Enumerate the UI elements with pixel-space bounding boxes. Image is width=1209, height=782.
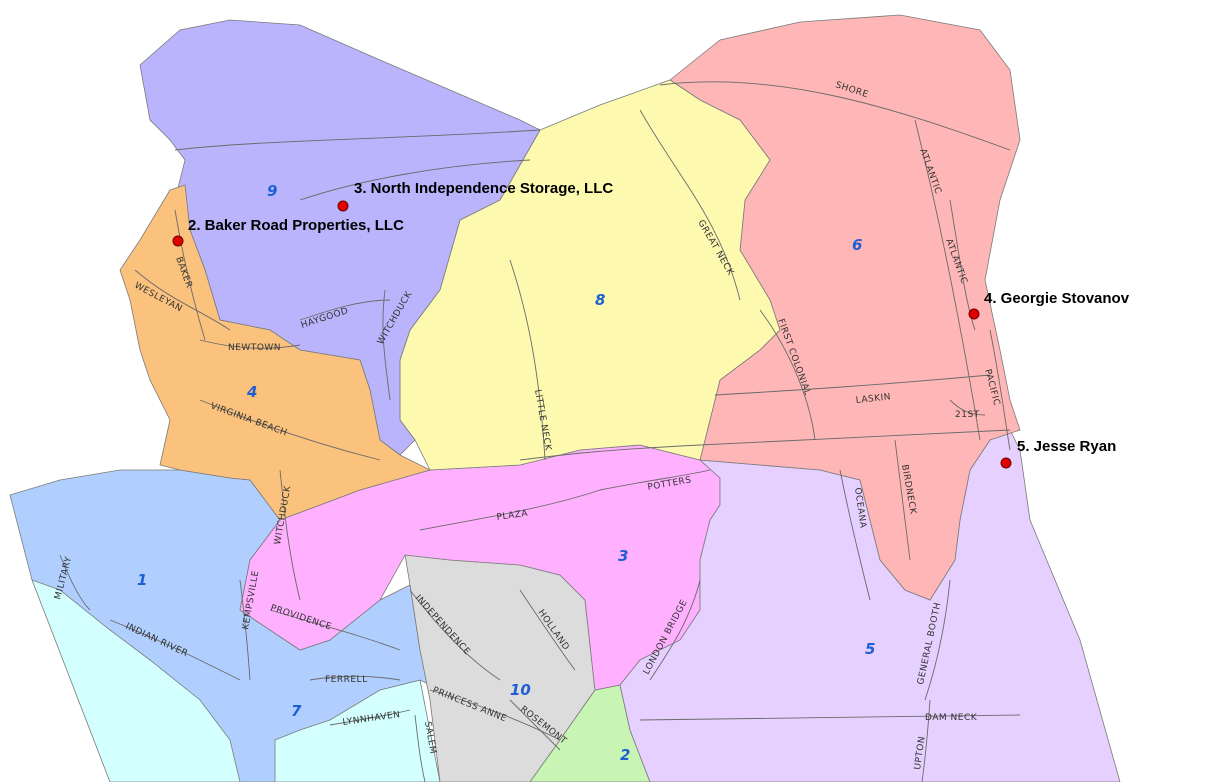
- site-marker-2[interactable]: [172, 235, 184, 247]
- site-marker-3[interactable]: [337, 200, 349, 212]
- district-number: 4: [246, 383, 257, 401]
- road-label: 21ST: [955, 410, 980, 420]
- district-number: 6: [852, 236, 862, 254]
- district-number: 8: [595, 291, 605, 309]
- road-label: NEWTOWN: [228, 343, 281, 353]
- district-numbers: 1 2 3 4 5 6 7 8 9 10: [137, 182, 875, 764]
- site-marker-4[interactable]: [968, 308, 980, 320]
- road-network: [59, 81, 1021, 782]
- road-label: UPTON: [913, 736, 928, 771]
- road-label: DAM NECK: [925, 713, 978, 723]
- district-number: 5: [865, 640, 875, 658]
- district-number: 9: [267, 182, 277, 200]
- site-label-3: 3. North Independence Storage, LLC: [354, 180, 613, 197]
- district-4-region[interactable]: [119, 184, 432, 521]
- road-label: FERRELL: [325, 675, 368, 685]
- site-markers: 2. Baker Road Properties, LLC 3. North I…: [172, 180, 1130, 469]
- district-number: 7: [291, 702, 302, 720]
- site-label-2: 2. Baker Road Properties, LLC: [188, 217, 404, 234]
- district-number: 3: [618, 547, 628, 565]
- district-number: 1: [137, 571, 147, 589]
- site-label-4: 4. Georgie Stovanov: [984, 290, 1130, 307]
- district-number: 10: [510, 681, 531, 699]
- road-label: LASKIN: [855, 392, 891, 406]
- site-marker-5[interactable]: [1000, 457, 1012, 469]
- site-label-5: 5. Jesse Ryan: [1017, 438, 1116, 455]
- road-label: PLAZA: [496, 509, 529, 523]
- district-number: 2: [620, 746, 630, 764]
